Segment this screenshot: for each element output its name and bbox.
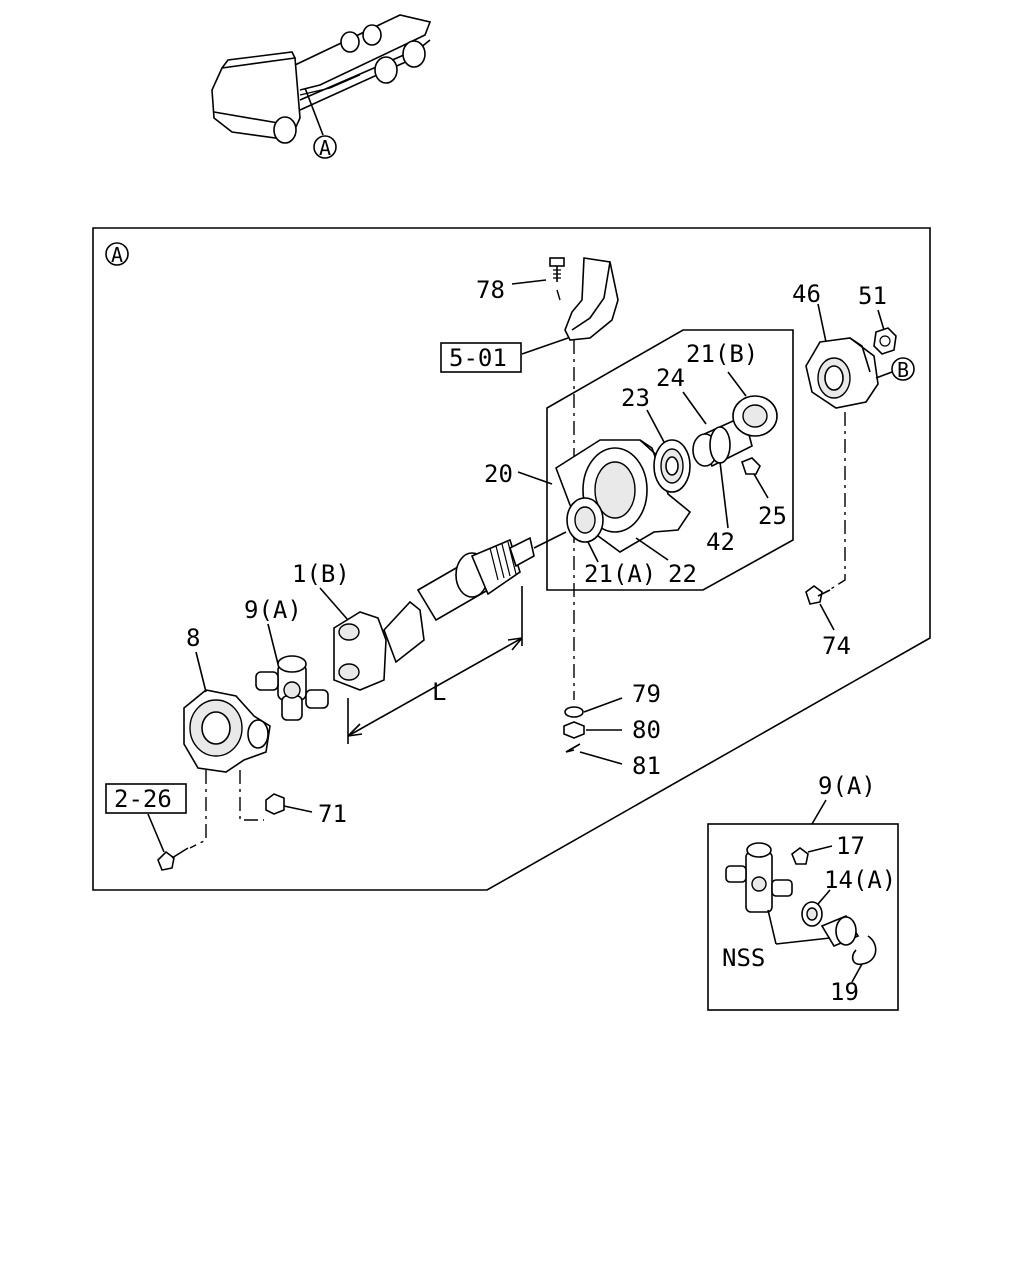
dimension-label: L xyxy=(432,678,446,706)
callout-71: 71 xyxy=(318,800,347,828)
washer-79 xyxy=(564,706,584,718)
nut-51 xyxy=(873,327,897,355)
callout-81: 81 xyxy=(632,752,661,780)
callout-80: 80 xyxy=(632,716,661,744)
bolt-flange xyxy=(157,847,189,871)
ref-box-5-01[interactable]: 5-01 xyxy=(440,342,522,373)
bolt-74 xyxy=(805,585,831,605)
detail-marker: A xyxy=(111,243,123,267)
inset-callout-14a: 14(A) xyxy=(824,866,896,894)
callout-labels: 78 46 51 21(B) 24 23 20 25 42 21(A) 22 1… xyxy=(186,276,887,828)
bearing-subframe xyxy=(546,329,794,591)
inset-callout-17: 17 xyxy=(836,832,865,860)
callout-42: 42 xyxy=(706,528,735,556)
callout-1b: 1(B) xyxy=(292,560,350,588)
inset-callout-19: 19 xyxy=(830,978,859,1006)
overview-marker: A xyxy=(319,136,331,160)
nut-80 xyxy=(563,721,585,739)
bracket xyxy=(564,257,619,341)
callout-74: 74 xyxy=(822,632,851,660)
callout-25: 25 xyxy=(758,502,787,530)
nut-71 xyxy=(265,793,285,815)
callout-51: 51 xyxy=(858,282,887,310)
cotter-pin-81 xyxy=(565,743,581,753)
ring-42 xyxy=(709,426,731,464)
seal-21a xyxy=(566,497,604,543)
bolt-78 xyxy=(549,257,565,282)
callout-20: 20 xyxy=(484,460,513,488)
seal-21b xyxy=(732,395,778,437)
callout-22: 22 xyxy=(668,560,697,588)
truck-overview: A xyxy=(211,14,432,160)
callout-8: 8 xyxy=(186,624,200,652)
ref-box-2-26[interactable]: 2-26 xyxy=(105,783,187,814)
grease-nipple-25 xyxy=(741,457,761,475)
callout-24: 24 xyxy=(656,364,685,392)
branch-marker: B xyxy=(897,358,909,382)
propeller-shaft-1b xyxy=(333,531,567,691)
leader-lines xyxy=(147,279,885,853)
callout-79: 79 xyxy=(632,680,661,708)
detail-frame xyxy=(92,227,931,891)
inset-callout-nss: NSS xyxy=(722,944,765,972)
callout-9a: 9(A) xyxy=(244,596,302,624)
flange-yoke-8 xyxy=(183,689,271,773)
callout-23: 23 xyxy=(621,384,650,412)
flange-46 xyxy=(805,337,879,409)
callout-21a: 21(A) xyxy=(584,560,656,588)
bearing-23 xyxy=(653,439,691,493)
universal-joint-9a xyxy=(255,655,329,721)
ref-box-5-01-label: 5-01 xyxy=(449,344,507,372)
inset-title: 9(A) xyxy=(818,772,876,800)
inset-universal-joint: 9(A) 17 14(A) NSS 19 xyxy=(707,772,899,1011)
callout-78: 78 xyxy=(476,276,505,304)
callout-46: 46 xyxy=(792,280,821,308)
dimension-l: L xyxy=(347,586,523,744)
callout-21b: 21(B) xyxy=(686,340,758,368)
ref-box-2-26-label: 2-26 xyxy=(114,785,172,813)
